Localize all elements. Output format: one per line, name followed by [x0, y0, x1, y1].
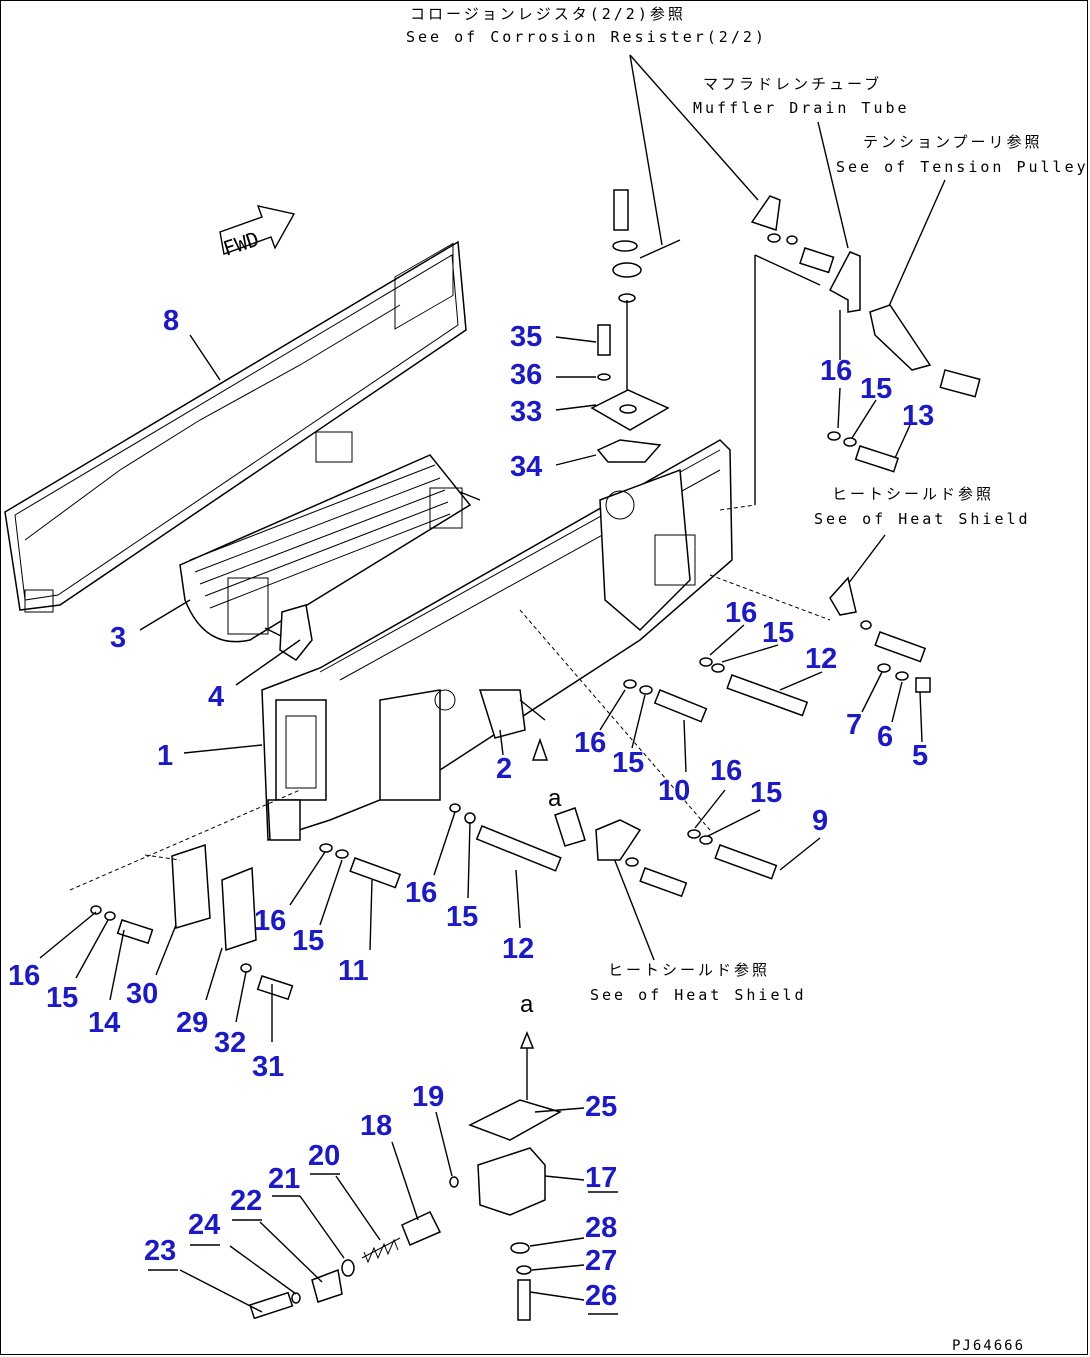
callout-10: 10: [658, 775, 690, 807]
callout-36: 36: [510, 359, 542, 391]
callout-underlines: [148, 1173, 618, 1315]
fitting-part-2: [478, 689, 549, 761]
callout-22: 22: [230, 1185, 262, 1217]
callout-15-e: 15: [292, 925, 324, 957]
cover-part-30: [171, 843, 211, 929]
note-leaders: [609, 54, 946, 961]
callout-27: 27: [585, 1245, 617, 1277]
callout-16-a: 16: [820, 355, 852, 387]
spool-part-18: [401, 1211, 442, 1246]
ref-a-lower: a: [520, 991, 534, 1018]
note-heatshield-upper-jp: ヒートシールド参照: [832, 485, 994, 503]
callout-26: 26: [585, 1280, 617, 1312]
bottom-valve-assembly: a: [249, 991, 562, 1321]
callout-16-e: 16: [254, 905, 286, 937]
callout-25: 25: [585, 1091, 617, 1123]
callout-23: 23: [144, 1235, 176, 1267]
note-corrosion-jp: コロージョンレジスタ(2/2)参照: [410, 5, 686, 23]
valve-body-part-17: [477, 1147, 546, 1216]
callout-35: 35: [510, 321, 542, 353]
callout-8: 8: [163, 305, 179, 337]
callout-12-b: 12: [502, 933, 534, 965]
callout-9: 9: [812, 805, 828, 837]
lower-left-hardware: a: [69, 785, 586, 1001]
callout-17: 17: [585, 1162, 617, 1194]
callout-24: 24: [188, 1209, 220, 1241]
callout-19: 19: [412, 1081, 444, 1113]
callout-16-c: 16: [574, 727, 606, 759]
drawing-code: PJ64666: [952, 1338, 1025, 1354]
callout-15-c: 15: [612, 747, 644, 779]
callout-15-f: 15: [446, 901, 478, 933]
callout-16-g: 16: [8, 960, 40, 992]
gasket-part-8: [4, 240, 467, 613]
callout-13: 13: [902, 400, 934, 432]
callout-18: 18: [360, 1110, 392, 1142]
callout-16-d: 16: [710, 755, 742, 787]
upper-right-hardware: [719, 195, 981, 511]
callout-29: 29: [176, 1007, 208, 1039]
note-tension-jp: テンションプーリ参照: [863, 133, 1043, 151]
callout-21: 21: [268, 1163, 300, 1195]
callout-31: 31: [252, 1051, 284, 1083]
note-corrosion-en: See of Corrosion Resister(2/2): [406, 28, 767, 46]
note-muffler-en: Muffler Drain Tube: [693, 99, 910, 117]
callout-30: 30: [126, 978, 158, 1010]
callout-16-b: 16: [725, 597, 757, 629]
callout-4: 4: [208, 681, 224, 713]
cooler-case-part-1: [261, 439, 733, 842]
cooler-core-part-3: [179, 454, 481, 643]
fwd-label: FWD: [220, 227, 262, 261]
callout-34: 34: [510, 451, 542, 483]
gasket-part-34: [596, 439, 662, 463]
callout-12-a: 12: [805, 643, 837, 675]
callout-15-b: 15: [762, 617, 794, 649]
callout-14: 14: [88, 1007, 120, 1039]
callout-5: 5: [912, 740, 928, 772]
note-muffler-jp: マフラドレンチューブ: [703, 75, 882, 93]
cover-part-29: [221, 866, 257, 952]
ref-a-upper: a: [548, 785, 562, 812]
callout-11: 11: [338, 955, 369, 987]
gasket-part-25: [468, 1099, 562, 1141]
note-heatshield-upper-en: See of Heat Shield: [814, 510, 1031, 528]
callout-33: 33: [510, 396, 542, 428]
callout-15-g: 15: [46, 982, 78, 1014]
note-heatshield-lower-jp: ヒートシールド参照: [608, 961, 770, 979]
callout-7: 7: [846, 709, 862, 741]
gasket-part-4: [279, 604, 313, 661]
right-side-hardware: [519, 574, 931, 898]
note-heatshield-lower-en: See of Heat Shield: [590, 986, 807, 1004]
callout-numbers: 8 35 36 33 34 3 4 1 2 16 15 13 16 15 12 …: [8, 305, 934, 1312]
cover-plate-assembly: [590, 189, 681, 463]
note-tension-en: See of Tension Pulley: [836, 158, 1089, 176]
callout-3: 3: [110, 622, 126, 654]
callout-15-a: 15: [860, 373, 892, 405]
callout-16-f: 16: [405, 877, 437, 909]
callout-2: 2: [496, 753, 512, 785]
callout-20: 20: [308, 1140, 340, 1172]
callout-6: 6: [877, 721, 893, 753]
callout-32: 32: [214, 1027, 246, 1059]
callout-15-d: 15: [750, 777, 782, 809]
callout-1: 1: [157, 740, 173, 772]
callout-leaders: [39, 334, 923, 1313]
callout-28: 28: [585, 1212, 617, 1244]
fwd-arrow: FWD: [219, 205, 296, 261]
